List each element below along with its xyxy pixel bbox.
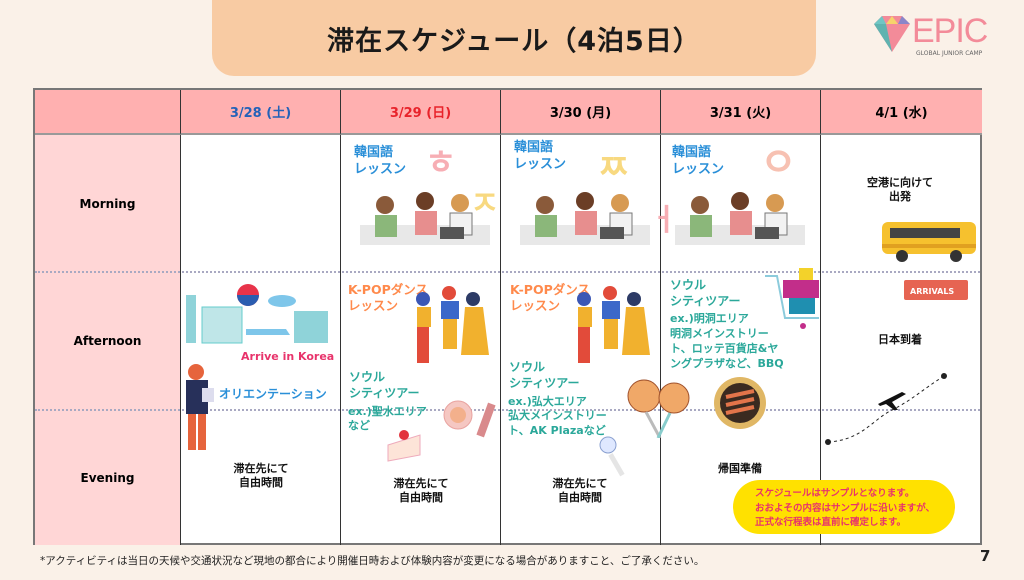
city-tour-example: ex.)弘大エリア 弘大メインストリー ト、AK Plazaなど <box>508 395 607 437</box>
airplane-path-illustration <box>825 373 947 445</box>
header-corner <box>35 90 181 135</box>
city-tour-text: ソウル シティツアー <box>349 370 420 400</box>
lollipop-illustration <box>627 379 690 438</box>
dancers-illustration <box>577 286 650 363</box>
bus-illustration <box>882 222 976 262</box>
note-text: スケジュールはサンプルとなります。 おおよその内容はサンプルに沿いますが、 正式… <box>755 488 936 529</box>
arrivals-sign-illustration: ARRIVALS <box>904 280 968 300</box>
row-divider <box>35 271 980 273</box>
city-tour-text: ソウル シティツアー <box>670 278 741 308</box>
sample-schedule-note: スケジュールはサンプルとなります。 おおよその内容はサンプルに沿いますが、 正式… <box>733 480 955 534</box>
row-label-evening: Evening <box>35 410 181 545</box>
hangul-decor: ㅎ <box>425 143 457 183</box>
korean-lesson-text: 韓国語 レッスン <box>514 140 567 172</box>
page-number: 7 <box>980 547 991 565</box>
free-time-text: 滞在先にて 自由時間 <box>233 462 289 490</box>
hangul-decor: ㅓ <box>650 203 678 238</box>
header-day-1: 3/28 (土) <box>181 90 341 135</box>
depart-airport-text: 空港に向けて 出発 <box>867 176 933 204</box>
row-label-morning: Morning <box>35 135 181 272</box>
hangul-decor: ㅉ <box>598 148 630 188</box>
row-divider <box>35 409 980 411</box>
logo-subtitle: GLOBAL JUNIOR CAMP <box>916 50 983 57</box>
day-label: 3/29 (日) <box>389 106 452 121</box>
city-tour-example: ex.)聖水エリア など <box>348 405 427 433</box>
study-group-illustration <box>520 192 650 245</box>
korea-city-illustration <box>186 284 328 344</box>
header-day-2: 3/29 (日) <box>341 90 501 135</box>
guide-person-illustration <box>186 364 214 450</box>
hangul-decor: ㅇ <box>760 140 797 186</box>
row-label-afternoon: Afternoon <box>35 272 181 410</box>
schedule-table: 3/28 (土) 3/29 (日) 3/30 (月) 3/31 (火) 4/1 … <box>33 88 982 545</box>
title-banner: 滞在スケジュール（4泊5日） <box>212 0 816 76</box>
prepare-return-text: 帰国準備 <box>718 462 762 475</box>
cosmetics-illustration <box>443 400 496 438</box>
shopping-cart-illustration <box>765 268 819 329</box>
kpop-lesson-text: K-POPダンス レッスン <box>348 282 428 314</box>
kpop-lesson-text: K-POPダンス レッスン <box>510 282 590 314</box>
header-day-4: 3/31 (火) <box>661 90 821 135</box>
diamond-icon <box>874 16 910 52</box>
header-day-3: 3/30 (月) <box>501 90 661 135</box>
bbq-grill-illustration <box>714 377 766 429</box>
page-title: 滞在スケジュール（4泊5日） <box>327 25 701 57</box>
dancers-illustration <box>416 286 489 363</box>
cake-illustration <box>387 430 421 462</box>
logo-text: EPIC <box>912 12 988 50</box>
orientation-text: オリエンテーション <box>219 387 327 401</box>
arrivals-sign-text: ARRIVALS <box>910 287 954 296</box>
arrive-japan-text: 日本到着 <box>878 333 922 346</box>
arrive-in-korea-text: Arrive in Korea <box>241 350 335 363</box>
korean-lesson-text: 韓国語 レッスン <box>672 145 725 177</box>
header-day-5: 4/1 (水) <box>821 90 982 135</box>
city-tour-text: ソウル シティツアー <box>509 360 580 390</box>
study-group-illustration <box>360 192 490 245</box>
light-stick-illustration <box>599 436 625 477</box>
free-time-text: 滞在先にて 自由時間 <box>393 477 449 505</box>
free-time-text: 滞在先にて 自由時間 <box>552 477 608 505</box>
day-label: 3/30 (月) <box>549 106 612 121</box>
day-label: 3/31 (火) <box>709 106 772 121</box>
study-group-illustration <box>675 192 805 245</box>
footer-disclaimer: *アクティビティは当日の天候や交通状況など現地の都合により開催日時および体験内容… <box>40 555 705 567</box>
epic-logo: EPIC GLOBAL JUNIOR CAMP <box>872 12 1017 57</box>
hangul-decor: ㅈ <box>470 184 500 222</box>
city-tour-example: ex.)明洞エリア 明洞メインストリー ト、ロッテ百貨店&ヤ ングプラザなど、B… <box>670 312 784 370</box>
korean-lesson-text: 韓国語 レッスン <box>354 145 407 177</box>
day-label: 4/1 (水) <box>875 106 928 121</box>
day-label: 3/28 (土) <box>229 106 292 121</box>
